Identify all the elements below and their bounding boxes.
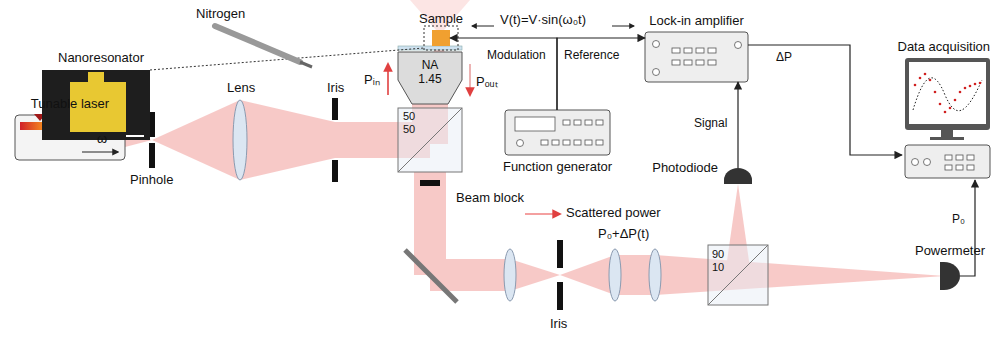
monitor-stand — [941, 130, 953, 137]
wire-label: Signal — [693, 116, 728, 130]
lens — [609, 249, 621, 301]
resonator-neck — [88, 72, 104, 82]
daq-box — [905, 145, 990, 178]
lock-in-housing — [645, 32, 748, 82]
wire-label: P₀ — [951, 212, 966, 226]
frequency-symbol: ω — [97, 131, 107, 146]
signal-label: P₀+ΔP(t) — [598, 226, 649, 241]
image-label: Nanoresonator — [58, 50, 144, 65]
signal-wire — [450, 38, 557, 110]
laser-beam — [125, 46, 945, 295]
display — [515, 117, 555, 131]
data-acquisition-label: Data acquisition — [898, 39, 991, 54]
monitor-base — [930, 137, 964, 140]
sample-chip — [432, 30, 450, 46]
photodiode-label: Photodiode — [652, 160, 718, 175]
lens — [233, 100, 247, 180]
nitrogen-tip — [300, 62, 312, 67]
lock-in-buttons — [653, 41, 742, 76]
function-generator-buttons — [517, 120, 604, 147]
signal-wire — [960, 180, 975, 276]
objective — [398, 52, 462, 104]
function-generator-housing — [505, 110, 610, 155]
iris — [557, 282, 563, 310]
input-arrow — [387, 64, 389, 95]
data-points — [914, 73, 982, 114]
lock-in-amplifier-label: Lock-in amplifier — [649, 13, 744, 28]
objective-label: NA 1.45 — [413, 58, 447, 86]
scale-bar — [126, 135, 144, 137]
output-arrow — [469, 64, 471, 95]
wire-label: ΔP — [775, 50, 793, 64]
split-ratio: 10 — [712, 261, 724, 274]
beamsplitter-diagonal — [708, 245, 768, 305]
data-acquisition-node: Data acquisition — [902, 56, 992, 180]
signal-arrow — [472, 26, 494, 27]
signal-wire — [748, 45, 902, 155]
model-curve — [913, 78, 982, 111]
wire-label: Modulation — [486, 48, 547, 62]
mirror — [405, 250, 457, 302]
signal-wire — [557, 38, 645, 110]
wire-label: Reference — [563, 48, 620, 62]
signal-arrow — [612, 26, 634, 27]
photodiode-node: Photodiode — [724, 168, 752, 184]
daq-ports — [912, 155, 975, 170]
part-label: Pinhole — [130, 172, 173, 187]
lens — [504, 249, 516, 301]
function-generator-node: Function generator — [505, 110, 610, 155]
beamsplitter — [708, 245, 768, 305]
part-label: Iris — [550, 316, 567, 331]
photodiode-symbol — [724, 168, 752, 184]
beamsplitter — [398, 108, 462, 172]
scatter-arrow — [525, 213, 560, 215]
signal-formula: V(t)=V·sin(ω₀t) — [500, 12, 586, 27]
nitrogen-nozzle — [215, 26, 300, 62]
iris — [557, 240, 563, 268]
coverslip — [398, 46, 462, 50]
sample-node: Sample — [432, 30, 450, 46]
sample-label: Sample — [419, 11, 463, 26]
powermeter-label: Powermeter — [915, 243, 985, 258]
powermeter-node: Powermeter — [940, 262, 960, 290]
powermeter-symbol — [940, 262, 960, 290]
part-label: Iris — [327, 80, 344, 95]
monitor-screen — [909, 62, 986, 124]
tunable-laser-label: Tunable laser — [31, 96, 109, 111]
iris — [332, 98, 338, 120]
part-label: Scattered power — [566, 205, 661, 220]
part-label: Beam block — [456, 190, 524, 205]
gas-label: Nitrogen — [196, 6, 245, 21]
pinhole — [149, 143, 155, 168]
beam-top — [410, 0, 470, 30]
split-ratio: 90 — [712, 248, 724, 261]
lock-in-amplifier-node: Lock-in amplifier — [645, 32, 748, 82]
function-generator-label: Function generator — [503, 159, 612, 174]
lens — [649, 249, 661, 301]
monitor — [905, 58, 990, 130]
signal-wire — [737, 82, 738, 168]
split-ratio: 50 — [403, 123, 415, 136]
tunable-laser-node: Tunable laser — [15, 115, 125, 160]
part-label: Lens — [227, 80, 255, 95]
split-ratio: 50 — [403, 110, 415, 123]
iris — [332, 160, 338, 182]
beam-block — [420, 180, 440, 186]
power-label: Pₒᵤₜ — [476, 74, 498, 89]
power-label: Pᵢₙ — [364, 72, 380, 87]
tuning-arrow — [82, 151, 118, 152]
beamsplitter-diagonal — [398, 108, 462, 172]
